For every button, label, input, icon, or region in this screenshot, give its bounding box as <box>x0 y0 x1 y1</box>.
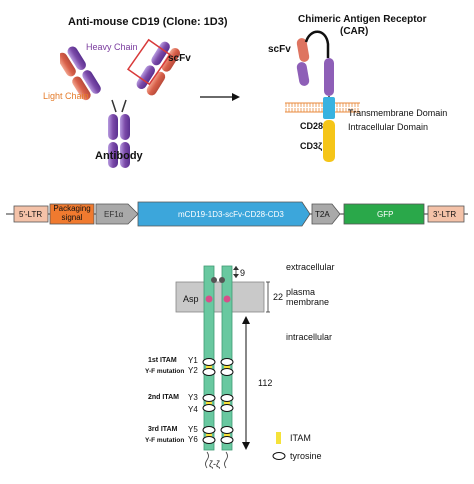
cell-membrane <box>285 102 360 113</box>
itam-bar <box>206 428 212 442</box>
ltr3-box <box>427 205 465 223</box>
construct-map <box>6 201 468 227</box>
itam1-y1: Y1 <box>188 356 198 365</box>
tyrosine-mark <box>202 404 216 412</box>
heavy-chain-label: Heavy Chain <box>86 42 138 52</box>
zeta-label: ζ-ζ <box>209 459 220 469</box>
legend-tyrosine-swatch <box>272 452 286 460</box>
num-9: 9 <box>240 268 246 278</box>
tyrosine-mark <box>220 426 234 434</box>
packaging-box <box>49 203 95 225</box>
scfv-label-antibody: scFv <box>168 53 191 64</box>
gfp-label: GFP <box>377 210 394 219</box>
car-title-1: Chimeric Antigen Receptor <box>298 14 427 25</box>
num-22: 22 <box>273 292 284 302</box>
car-gene-arrow <box>137 201 311 227</box>
antibody-diagram <box>60 38 181 168</box>
cd3-label: CD3ζ <box>300 141 323 151</box>
plasma-label-2: membrane <box>286 297 330 307</box>
legend-marks <box>272 432 286 460</box>
tyrosine-mark <box>202 358 216 366</box>
itam1-mutation: Y-F mutation <box>145 368 185 375</box>
packaging-label: Packaging signal <box>53 204 91 222</box>
legend-itam-swatch <box>276 432 281 444</box>
light-chain-label: Light Chain <box>43 91 89 101</box>
itam3-y2: Y6 <box>188 435 198 444</box>
itam1-y2: Y2 <box>188 366 198 375</box>
itam-marks <box>202 358 234 444</box>
itam1-label: 1st ITAM <box>148 357 177 364</box>
fc-heavy-4 <box>120 142 130 168</box>
tyrosine-mark <box>220 436 234 444</box>
legend-tyrosine-label: tyrosine <box>290 451 322 461</box>
tyrosine-mark <box>220 404 234 412</box>
extracellular-label: extracellular <box>286 262 335 272</box>
car-diagram <box>285 30 360 162</box>
itam3-mutation: Y-F mutation <box>145 437 185 444</box>
antibody-title: Anti-mouse CD19 (Clone: 1D3) <box>68 16 228 28</box>
antibody-label: Antibody <box>95 150 143 162</box>
fc-heavy-1 <box>108 114 118 140</box>
car-title-2: (CAR) <box>340 26 369 37</box>
ltr5-label: 5'-LTR <box>19 210 43 219</box>
itam-bar <box>206 396 212 410</box>
tyrosine-mark <box>220 394 234 402</box>
tyrosine-mark <box>202 426 216 434</box>
legend-itam-label: ITAM <box>290 433 311 443</box>
ltr3-label: 3'-LTR <box>433 210 457 219</box>
asp-label: Asp <box>183 294 199 304</box>
itam-bar <box>224 396 230 410</box>
car-scfv-purple <box>296 62 310 86</box>
plasma-label-1: plasma <box>286 287 316 297</box>
tyrosine-mark <box>202 394 216 402</box>
itam-bar <box>224 360 230 374</box>
t2a-label: T2A <box>315 210 330 219</box>
num-112: 112 <box>258 378 273 388</box>
cd3-box <box>323 120 335 162</box>
itam2-label: 2nd ITAM <box>148 394 179 401</box>
tyrosine-mark <box>220 368 234 376</box>
t2a-arrow <box>311 203 341 225</box>
left-arm <box>60 46 101 101</box>
transform-arrow <box>200 93 240 101</box>
right-arm <box>136 41 181 96</box>
transmembrane-label: Transmembrane Domain <box>348 108 448 118</box>
tyrosine-mark <box>220 358 234 366</box>
car-scfv-label: scFv <box>268 44 291 55</box>
intracellular-domain-label: Intracellular Domain <box>348 122 429 132</box>
itam-bar <box>224 428 230 442</box>
car-scfv-pink <box>296 38 310 62</box>
car-hinge <box>324 58 334 96</box>
tyrosine-mark <box>202 436 216 444</box>
car-gene-label: mCD19-1D3-scFv-CD28-CD3 <box>178 210 284 219</box>
fc-heavy-2 <box>120 114 130 140</box>
fc-heavy-3 <box>108 142 118 168</box>
plasma-membrane-box <box>175 281 265 313</box>
itam2-y1: Y3 <box>188 393 198 402</box>
zeta-dimer-diagram <box>175 265 270 469</box>
itam-bar <box>206 360 212 374</box>
heavy-chain-v <box>67 46 86 71</box>
scfv-highlight-box <box>126 38 172 86</box>
gfp-box <box>343 203 425 225</box>
ef1a-label: EF1α <box>104 210 124 219</box>
cd28-label: CD28 <box>300 121 324 131</box>
itam2-y2: Y4 <box>188 405 198 414</box>
heavy-chain-c <box>82 70 101 94</box>
cd28-box <box>323 97 335 119</box>
intracellular-label: intracellular <box>286 332 333 342</box>
light-chain-c <box>72 76 91 101</box>
light-chain-v <box>60 52 76 77</box>
itam3-y1: Y5 <box>188 425 198 434</box>
ef1a-arrow <box>95 203 139 225</box>
itam3-label: 3rd ITAM <box>148 426 178 433</box>
tyrosine-mark <box>202 368 216 376</box>
ltr5-box <box>13 205 49 223</box>
